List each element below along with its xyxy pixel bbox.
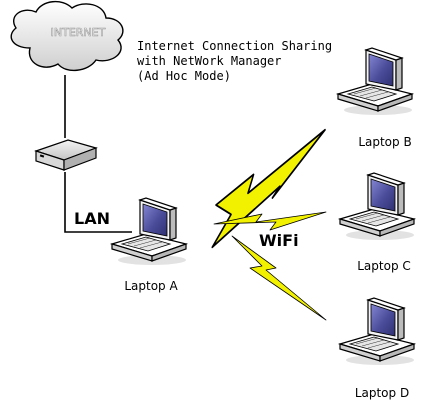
- cloud-label: INTERNET: [51, 26, 106, 39]
- laptop-b-label: Laptop B: [358, 135, 411, 149]
- caption-line-2: with NetWork Manager: [137, 54, 282, 68]
- diagram-caption: Internet Connection Sharing with NetWork…: [137, 39, 332, 83]
- wifi-label: WiFi: [259, 231, 299, 250]
- laptop-b: Laptop B: [337, 47, 413, 149]
- laptop-d: Laptop D: [339, 297, 415, 400]
- laptop-a-label: Laptop A: [124, 279, 178, 293]
- wifi-bolt-to-laptop-c: [213, 211, 327, 231]
- laptop-d-label: Laptop D: [355, 386, 409, 400]
- internet-cloud: INTERNET: [10, 1, 124, 71]
- laptop-c-label: Laptop C: [357, 259, 411, 273]
- caption-line-1: Internet Connection Sharing: [137, 39, 332, 53]
- laptop-c: Laptop C: [339, 172, 415, 273]
- laptop-b-icon: [337, 47, 413, 116]
- wifi-bolt-to-laptop-d: [231, 235, 327, 321]
- laptop-a: Laptop A: [111, 197, 187, 293]
- lan-label: LAN: [74, 209, 110, 228]
- wifi-bolt-to-laptop-b: [211, 128, 326, 249]
- laptop-d-icon: [339, 297, 415, 366]
- laptop-c-icon: [339, 172, 415, 241]
- caption-line-3: (Ad Hoc Mode): [137, 69, 231, 83]
- router: [34, 139, 98, 171]
- lan-cable: [64, 75, 132, 233]
